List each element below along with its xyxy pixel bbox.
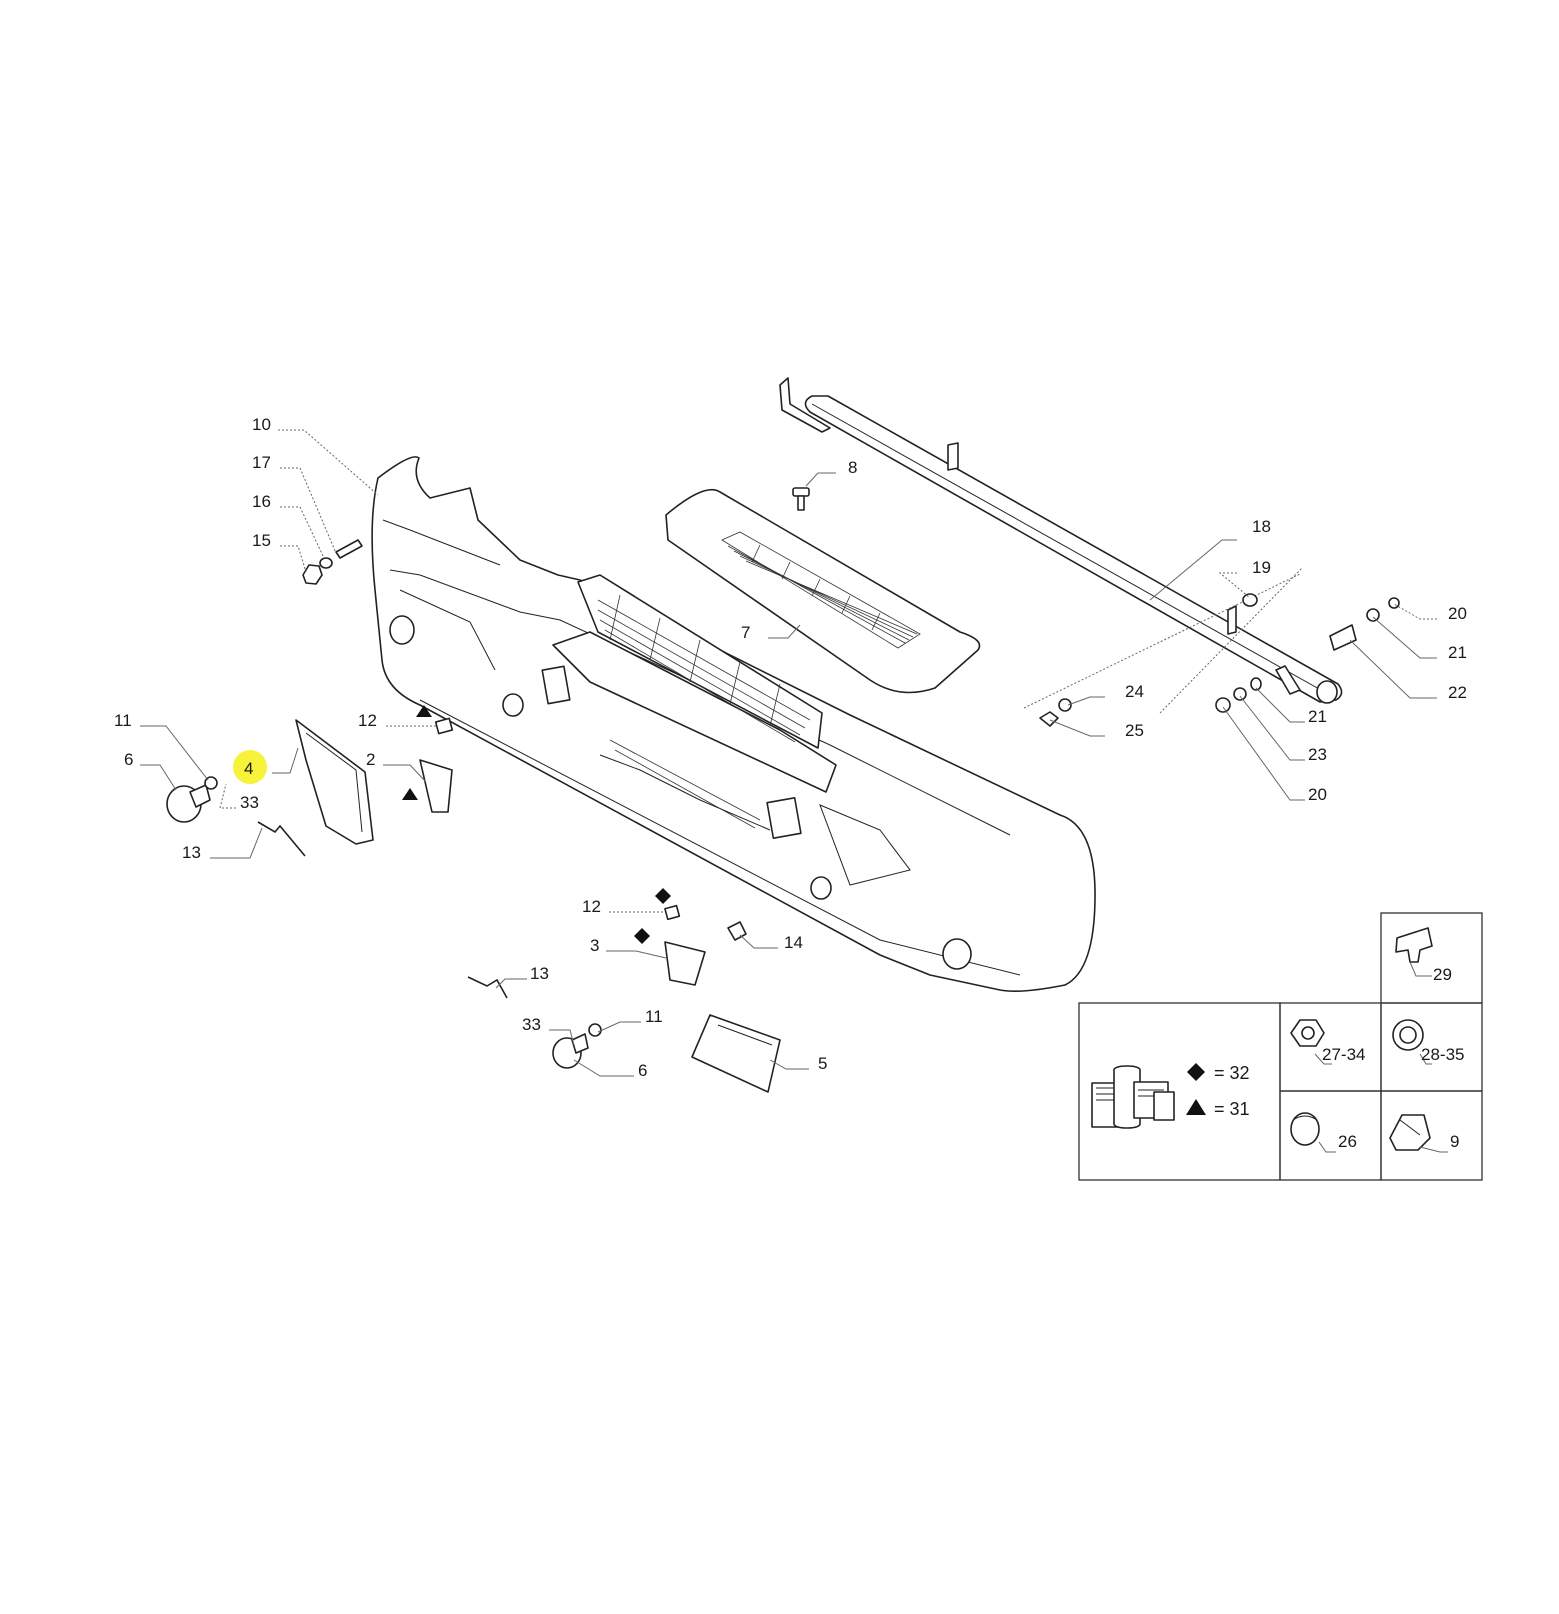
bracket-29-icon [1395, 927, 1433, 963]
grommet-14 [727, 921, 747, 941]
wire-13-right [467, 976, 508, 999]
diamond-marker [634, 888, 671, 944]
callout-25[interactable]: 25 [1125, 721, 1144, 740]
grille-panel [665, 488, 981, 694]
legend-table [1078, 912, 1483, 1181]
cap-3 [664, 941, 706, 986]
callout-22[interactable]: 22 [1448, 683, 1467, 702]
bumper-crossbar [779, 377, 1343, 704]
callout-2[interactable]: 2 [366, 750, 375, 769]
callout-7[interactable]: 7 [741, 623, 750, 642]
fog-lamp-left [166, 776, 218, 823]
legend-diamond-label: = 32 [1214, 1063, 1250, 1083]
callout-13-right[interactable]: 13 [530, 964, 549, 983]
callout-24[interactable]: 24 [1125, 682, 1144, 701]
callout-11-left[interactable]: 11 [114, 711, 132, 730]
legend-triangle-icon [1186, 1099, 1206, 1115]
callout-12-right[interactable]: 12 [582, 897, 601, 916]
callout-6-right[interactable]: 6 [638, 1061, 647, 1080]
callout-17[interactable]: 17 [252, 453, 271, 472]
callout-20-top[interactable]: 20 [1448, 604, 1467, 623]
legend-triangle-label: = 31 [1214, 1099, 1250, 1119]
legend-diamond-icon [1187, 1063, 1205, 1081]
callout-9[interactable]: 9 [1450, 1132, 1459, 1151]
clip-12-left [434, 717, 454, 735]
callout-12-left[interactable]: 12 [358, 711, 377, 730]
callout-13-left[interactable]: 13 [182, 843, 201, 862]
clip-9-icon [1389, 1114, 1431, 1151]
plug-icon [1290, 1112, 1320, 1146]
callout-23[interactable]: 23 [1308, 745, 1327, 764]
callout-4[interactable]: 4 [244, 759, 253, 778]
clip-12-right [664, 904, 681, 921]
callout-16[interactable]: 16 [252, 492, 271, 511]
callout-10[interactable]: 10 [252, 415, 271, 434]
callout-11-right[interactable]: 11 [645, 1007, 663, 1026]
callout-26[interactable]: 26 [1338, 1132, 1357, 1151]
callout-20-bottom[interactable]: 20 [1308, 785, 1327, 804]
triangle-marker [402, 705, 432, 800]
fog-lamp-cover-right [691, 1014, 781, 1093]
callout-21-top[interactable]: 21 [1448, 643, 1467, 662]
callout-3[interactable]: 3 [590, 936, 599, 955]
nut-icon [1290, 1019, 1325, 1047]
callout-33-left[interactable]: 33 [240, 793, 259, 812]
callout-28-35[interactable]: 28-35 [1421, 1045, 1464, 1064]
bolt-set-15-17 [302, 539, 363, 585]
bolt-8 [792, 487, 810, 511]
callout-labels: 10 17 16 15 8 7 18 19 20 21 22 21 24 25 … [114, 415, 1467, 1151]
callout-6-left[interactable]: 6 [124, 750, 133, 769]
front-bumper [371, 456, 1096, 993]
callout-5[interactable]: 5 [818, 1054, 827, 1073]
leader-lines [140, 429, 1437, 1077]
wire-13-left [257, 821, 306, 857]
cap-2 [419, 759, 453, 813]
callout-8[interactable]: 8 [848, 458, 857, 477]
callout-33-right[interactable]: 33 [522, 1015, 541, 1034]
bumper-grille-mesh [597, 594, 811, 829]
callout-19[interactable]: 19 [1252, 558, 1271, 577]
callout-18[interactable]: 18 [1252, 517, 1271, 536]
callout-29[interactable]: 29 [1433, 965, 1452, 984]
fasteners-19-25 [1023, 567, 1400, 727]
consumables-icon [1091, 1065, 1175, 1129]
callout-27-34[interactable]: 27-34 [1322, 1045, 1365, 1064]
highlight-marker [233, 750, 267, 784]
washer-icon [1392, 1019, 1424, 1051]
fog-lamp-cover-left [295, 719, 374, 845]
callout-14[interactable]: 14 [784, 933, 803, 952]
callout-15[interactable]: 15 [252, 531, 271, 550]
callout-21-bottom[interactable]: 21 [1308, 707, 1327, 726]
